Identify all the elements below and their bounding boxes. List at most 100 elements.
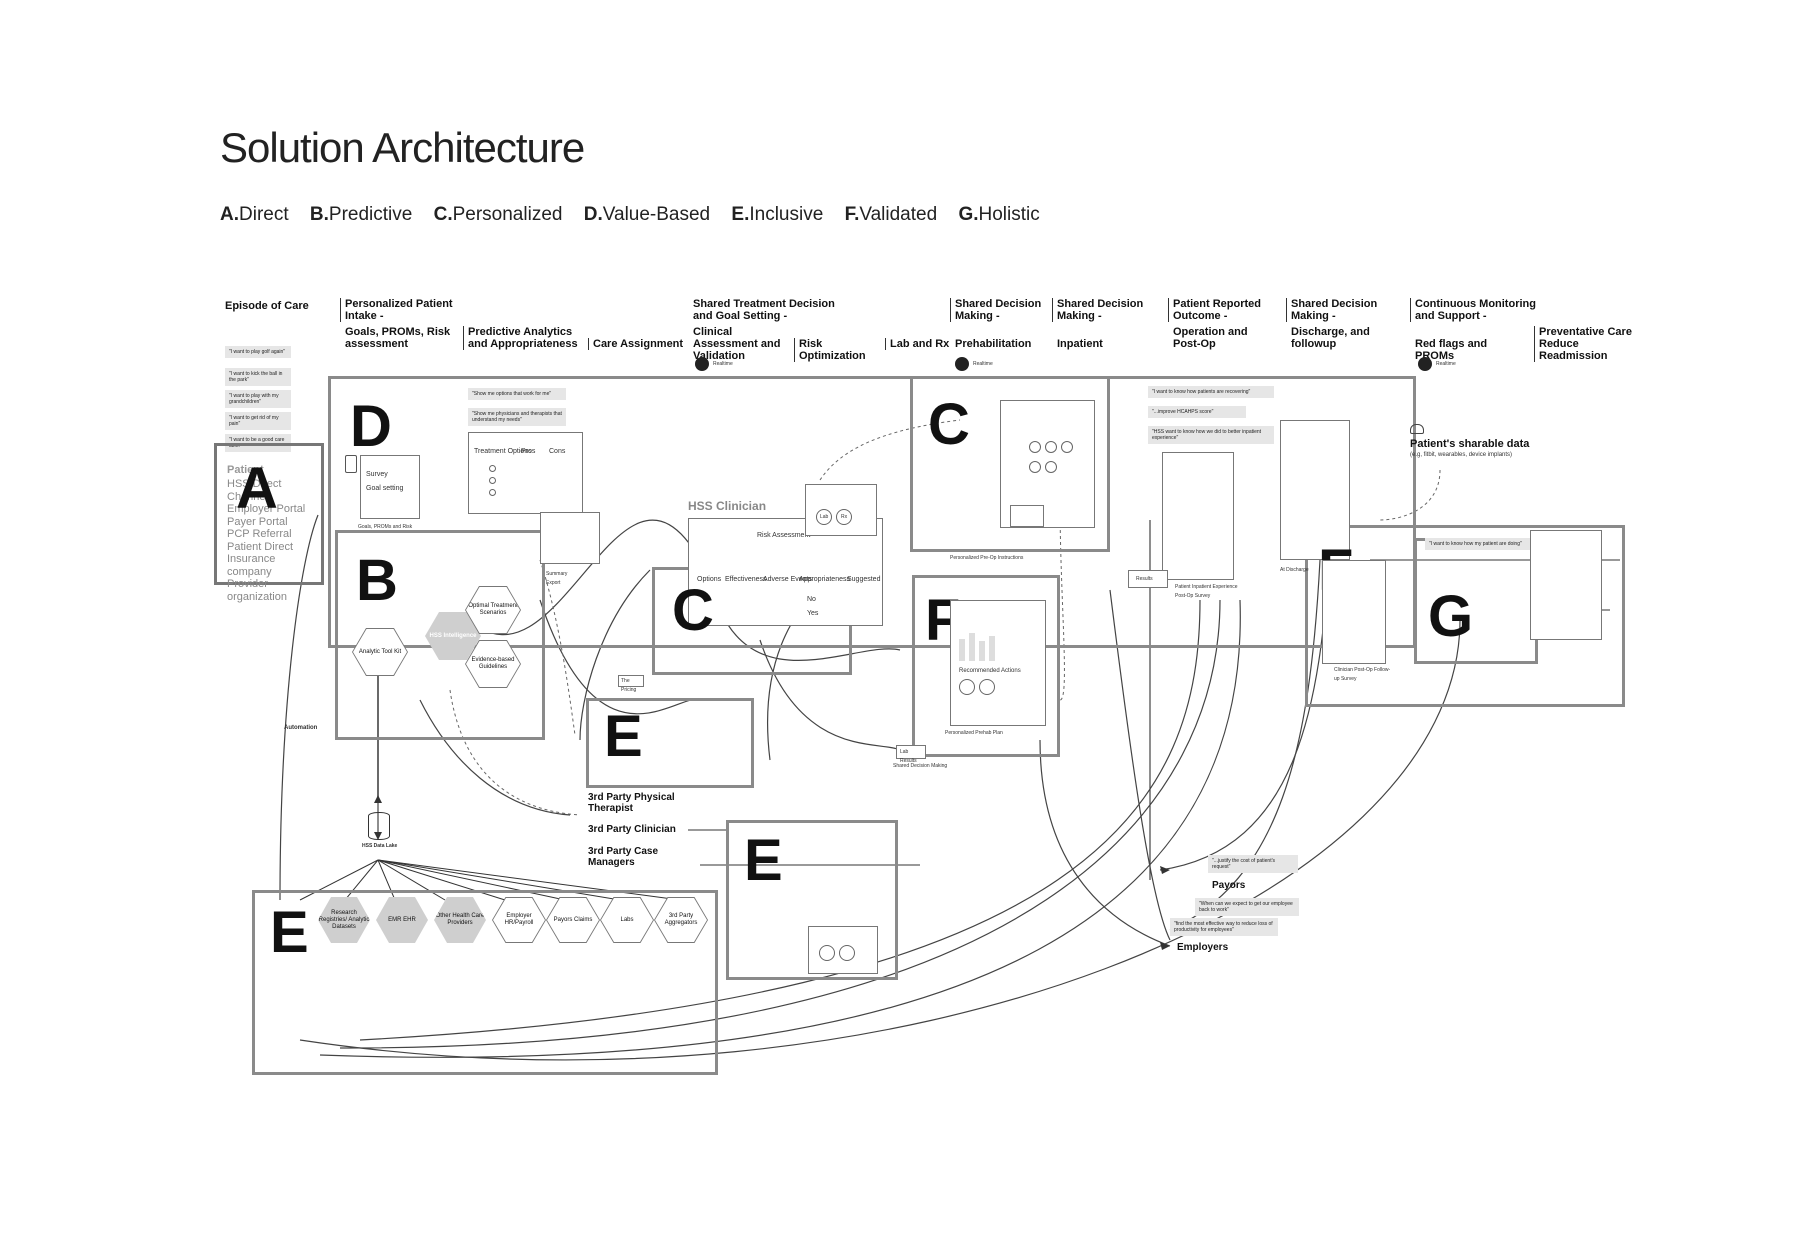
principle-f: F.Validated	[844, 204, 938, 225]
phase-predictive: Predictive Analytics and Appropriateness	[463, 326, 588, 350]
patient-channel-box: Patient HSS Direct Channel Employer Port…	[214, 443, 324, 603]
realtime-icon	[955, 357, 969, 371]
phase-monitoring-title: Continuous Monitoring and Support -	[1410, 298, 1555, 322]
channel-item: Provider organization	[227, 578, 287, 603]
summary-export-label: Summary Export	[546, 571, 568, 586]
phase-episode: Episode of Care	[225, 300, 309, 312]
region-f-prehab	[912, 575, 1060, 757]
principle-b: B.Predictive	[309, 204, 413, 225]
principle-e: E.Inclusive	[731, 204, 824, 225]
payor-quote: "...justify the cost of patient's reques…	[1208, 855, 1298, 873]
patient-quote: "Show me physicians and therapists that …	[468, 408, 566, 426]
phase-monitoring-sub: Red flags and PROMs	[1415, 338, 1488, 362]
shared-decision-caption: Shared Decision Making	[893, 763, 948, 769]
principle-a: A.Direct	[220, 204, 289, 225]
phase-sdm-prehab-title: Shared Decision Making -	[950, 298, 1050, 322]
employer-quote: "find the most effective way to reduce l…	[1170, 918, 1278, 936]
channel-item: PCP Referral	[227, 528, 292, 540]
channel-item: Insurance company	[227, 553, 276, 578]
results-box: Results	[1128, 570, 1168, 588]
clinician-assessment-wireframe: Risk Assessment Options Effectiveness Ad…	[688, 518, 883, 626]
hss-clinician-label: HSS Clinician	[688, 499, 767, 513]
patient-quote: "...improve HCAHPS score"	[1148, 406, 1246, 418]
personalized-preop-caption: Personalized Pre-Op Instructions	[950, 555, 1024, 561]
principles-legend: A.Direct B.Predictive C.Personalized D.V…	[220, 204, 1056, 226]
data-source-labs: Labs	[600, 897, 654, 943]
letter-c: C	[672, 578, 714, 643]
realtime-icon	[695, 357, 709, 371]
channel-item: Employer Portal	[227, 503, 306, 515]
realtime-icon	[1418, 357, 1432, 371]
letter-a: A	[236, 456, 278, 521]
data-source-employer: Employer HR/Payroll	[492, 897, 546, 943]
patient-quote: "HSS want to know how we did to better i…	[1148, 426, 1274, 444]
at-discharge-caption: At Discharge	[1280, 567, 1309, 573]
no-cell: No	[807, 596, 816, 603]
yes-cell: Yes	[807, 610, 819, 617]
realtime-label: Realtime	[973, 361, 993, 367]
letter-e: E	[744, 828, 783, 893]
goal-setting-label: Goal setting	[366, 485, 404, 492]
region-predictive-top	[328, 376, 1416, 648]
letter-g: G	[1428, 584, 1474, 649]
clinician-followup-wireframe	[1322, 560, 1386, 664]
pros-label: Pros	[521, 448, 536, 455]
principle-g: G.Holistic	[958, 204, 1040, 225]
third-party-clinician-label: 3rd Party Clinician	[588, 824, 676, 835]
patient-quote: "I want to kick the ball in the park"	[225, 368, 291, 386]
goals-proms-risk-caption: Goals, PROMs and Risk	[358, 524, 413, 530]
cloud-icon	[1410, 424, 1424, 434]
phase-pro-title: Patient Reported Outcome -	[1168, 298, 1273, 322]
data-source-aggregators: 3rd Party Aggregators	[654, 897, 708, 943]
region-f-discharge	[1305, 525, 1625, 707]
principle-d: D.Value-Based	[583, 204, 711, 225]
phase-sdm-discharge-sub: Discharge, and followup	[1291, 326, 1370, 350]
risk-wireframe-small	[808, 926, 878, 974]
rx-label: Rx	[841, 514, 848, 520]
region-e-clinician	[726, 820, 898, 980]
region-e-sources	[252, 890, 718, 1075]
recommended-actions-label: Recommended Actions	[959, 668, 1021, 674]
letter-c: C	[928, 392, 970, 457]
personalized-prehab-caption: Personalized Prehab Plan	[945, 730, 1003, 736]
analytic-toolkit-hex: Analytic Tool Kit	[352, 628, 408, 676]
appropriateness-col: Appropriateness	[799, 576, 850, 583]
realtime-label: Realtime	[1436, 361, 1456, 367]
treatment-options-label: Treatment Options	[474, 448, 532, 455]
risk-assessment-label: Risk Assessment	[757, 532, 811, 539]
phase-risk-optimization: Risk Optimization	[794, 338, 889, 362]
phase-intake-sub: Goals, PROMs, Risk assessment	[345, 326, 451, 350]
patient-quote: "I want to get rid of my pain"	[225, 412, 291, 430]
phase-lab-rx: Lab and Rx	[885, 338, 950, 350]
patient-inpatient-caption: Patient Inpatient Experience Post-Op Sur…	[1175, 584, 1238, 599]
postop-survey-wireframe	[1162, 452, 1234, 580]
region-c-preop	[910, 376, 1110, 552]
phase-shared-treatment-sub: Clinical Assessment and Validation	[693, 326, 781, 362]
data-source-research: Research Registries/ Analytic Datasets	[318, 897, 370, 943]
options-col: Options	[697, 576, 722, 583]
the-pricing-tag: The Pricing	[618, 675, 644, 693]
patients-sharable-data-label: Patient's sharable data	[1410, 438, 1530, 450]
patient-quote: "I want to know how patients are recover…	[1148, 386, 1274, 398]
phase-preventative: Preventative Care Reduce Readmission	[1534, 326, 1649, 362]
patient-quote: "I want to know how my patient are doing…	[1425, 538, 1533, 550]
adverse-events-col: Adverse Events	[763, 576, 813, 583]
patient-heading: Patient	[227, 464, 264, 476]
third-party-pt-label: 3rd Party Physical Therapist	[588, 792, 675, 814]
region-b	[335, 530, 545, 740]
third-party-cm-label: 3rd Party Case Managers	[588, 846, 659, 868]
treatment-options-wireframe: Treatment Options Pros Cons	[468, 432, 583, 514]
phase-shared-treatment-title: Shared Treatment Decision and Goal Setti…	[693, 298, 835, 322]
region-e-pt	[586, 698, 754, 788]
phase-pro-sub: Operation and Post-Op	[1173, 326, 1248, 350]
hss-data-lake-label: HSS Data Lake	[362, 843, 398, 849]
lab-results-tag: Lab Results	[896, 745, 926, 764]
realtime-label: Realtime	[713, 361, 733, 367]
payor-wireframe	[540, 512, 600, 564]
discharge-wireframe	[1280, 420, 1350, 560]
letter-e: E	[604, 704, 643, 769]
employer-quote: "When can we expect to get our employee …	[1195, 898, 1299, 916]
payors-label: Payors	[1212, 880, 1246, 891]
database-icon	[368, 812, 390, 840]
data-source-payors: Payors Claims	[546, 897, 600, 943]
